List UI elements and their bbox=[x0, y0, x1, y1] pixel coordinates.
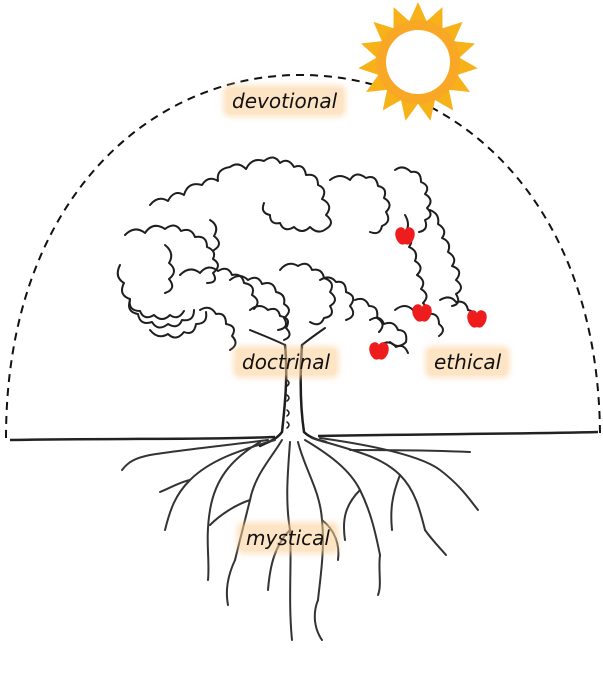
sky-dome-arc bbox=[5, 73, 601, 439]
label-doctrinal: doctrinal bbox=[236, 349, 337, 375]
apple-icon bbox=[369, 342, 389, 360]
label-devotional: devotional bbox=[226, 88, 344, 114]
ground-line bbox=[9, 430, 599, 442]
sun-icon bbox=[358, 2, 478, 121]
tree-canopy bbox=[116, 156, 477, 354]
label-mystical: mystical bbox=[240, 525, 336, 551]
tree-trunk bbox=[249, 327, 328, 448]
label-ethical: ethical bbox=[428, 349, 508, 375]
apple-icon bbox=[412, 304, 432, 322]
apple-icon bbox=[395, 227, 415, 245]
apple-icon bbox=[467, 310, 487, 328]
